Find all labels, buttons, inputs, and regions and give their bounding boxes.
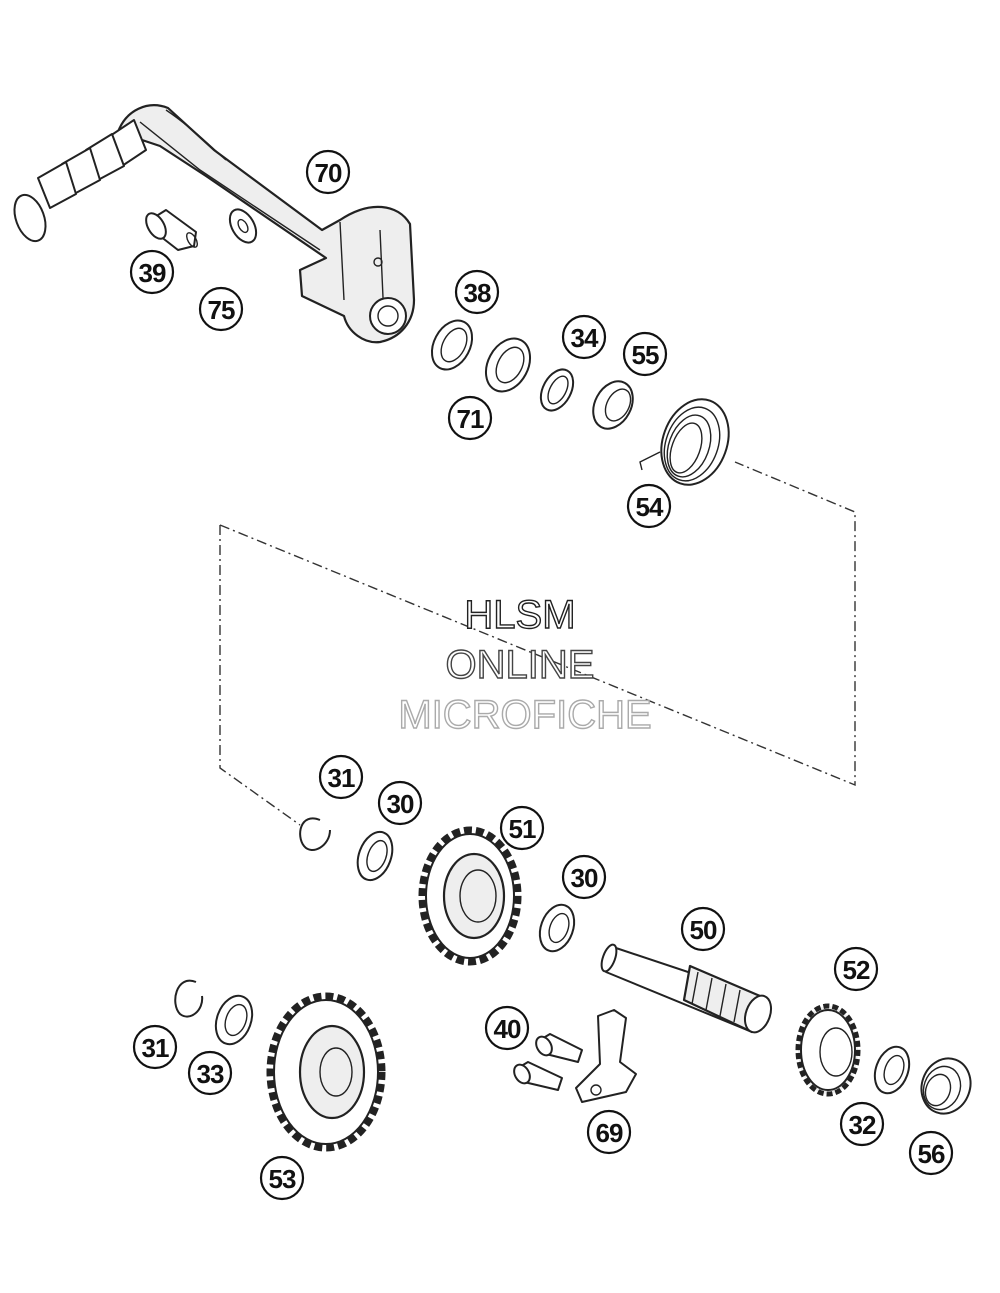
bolt-39[interactable] bbox=[142, 209, 199, 251]
callout-53[interactable]: 53 bbox=[259, 1155, 305, 1201]
circlip-31-upper[interactable] bbox=[299, 817, 331, 851]
svg-text:55: 55 bbox=[632, 340, 659, 370]
callout-34[interactable]: 34 bbox=[561, 314, 607, 360]
watermark: HLSM ONLINE MICROFICHE bbox=[398, 592, 653, 737]
callout-33[interactable]: 33 bbox=[187, 1050, 233, 1096]
ratchet-52[interactable] bbox=[795, 1003, 861, 1097]
callout-31-upper[interactable]: 31 bbox=[318, 754, 364, 800]
washer-75[interactable] bbox=[224, 205, 261, 247]
callout-51[interactable]: 51 bbox=[499, 805, 545, 851]
svg-text:38: 38 bbox=[464, 278, 491, 308]
callout-54[interactable]: 54 bbox=[626, 483, 672, 529]
svg-text:70: 70 bbox=[315, 158, 342, 188]
callout-55[interactable]: 55 bbox=[622, 331, 668, 377]
svg-text:40: 40 bbox=[494, 1014, 521, 1044]
svg-text:30: 30 bbox=[387, 789, 414, 819]
callout-38[interactable]: 38 bbox=[454, 269, 500, 315]
callout-30-lower[interactable]: 30 bbox=[561, 854, 607, 900]
callout-71[interactable]: 71 bbox=[447, 395, 493, 441]
svg-text:31: 31 bbox=[142, 1033, 169, 1063]
bushing-71[interactable] bbox=[477, 331, 539, 399]
watermark-line-3: MICROFICHE bbox=[398, 693, 651, 737]
callout-50[interactable]: 50 bbox=[680, 906, 726, 952]
callout-39[interactable]: 39 bbox=[129, 249, 175, 295]
svg-text:50: 50 bbox=[690, 915, 717, 945]
watermark-line-1: HLSM bbox=[464, 593, 575, 637]
svg-text:32: 32 bbox=[849, 1110, 876, 1140]
guide-plate-69[interactable] bbox=[575, 1009, 637, 1103]
washer-32[interactable] bbox=[869, 1042, 915, 1098]
callout-40[interactable]: 40 bbox=[484, 1005, 530, 1051]
washer-33[interactable] bbox=[209, 991, 258, 1050]
washer-34[interactable] bbox=[534, 364, 579, 416]
kick-starter-lever[interactable] bbox=[9, 104, 416, 344]
svg-text:31: 31 bbox=[328, 763, 355, 793]
spring-56[interactable] bbox=[914, 1051, 978, 1120]
svg-text:69: 69 bbox=[596, 1118, 623, 1148]
svg-text:54: 54 bbox=[636, 492, 664, 522]
svg-text:39: 39 bbox=[139, 258, 166, 288]
callout-32[interactable]: 32 bbox=[839, 1101, 885, 1147]
callout-56[interactable]: 56 bbox=[908, 1130, 954, 1176]
washer-30-upper[interactable] bbox=[351, 827, 398, 885]
kick-starter-spring-54[interactable] bbox=[639, 390, 740, 495]
svg-text:52: 52 bbox=[843, 955, 870, 985]
svg-text:51: 51 bbox=[509, 814, 536, 844]
svg-text:71: 71 bbox=[457, 404, 484, 434]
assembly-lines bbox=[219, 461, 856, 826]
circlip-31-lower[interactable] bbox=[174, 979, 204, 1018]
callout-70[interactable]: 70 bbox=[305, 149, 351, 195]
gear-51[interactable] bbox=[418, 826, 522, 966]
svg-text:33: 33 bbox=[197, 1059, 224, 1089]
svg-text:56: 56 bbox=[918, 1139, 945, 1169]
callout-75[interactable]: 75 bbox=[198, 286, 244, 332]
watermark-line-2: ONLINE bbox=[446, 643, 595, 687]
spring-guide-55[interactable] bbox=[585, 374, 640, 435]
gear-53[interactable] bbox=[266, 992, 386, 1152]
washer-30-lower[interactable] bbox=[534, 900, 580, 956]
svg-text:75: 75 bbox=[208, 295, 235, 325]
seal-38[interactable] bbox=[424, 314, 480, 377]
svg-text:34: 34 bbox=[571, 323, 599, 353]
kick-starter-shaft-50[interactable] bbox=[599, 943, 776, 1036]
callout-30-upper[interactable]: 30 bbox=[377, 780, 423, 826]
callout-52[interactable]: 52 bbox=[833, 946, 879, 992]
screws-40[interactable] bbox=[511, 1033, 583, 1091]
svg-text:30: 30 bbox=[571, 863, 598, 893]
callout-69[interactable]: 69 bbox=[586, 1109, 632, 1155]
svg-text:53: 53 bbox=[269, 1164, 296, 1194]
callout-31-lower[interactable]: 31 bbox=[132, 1024, 178, 1070]
